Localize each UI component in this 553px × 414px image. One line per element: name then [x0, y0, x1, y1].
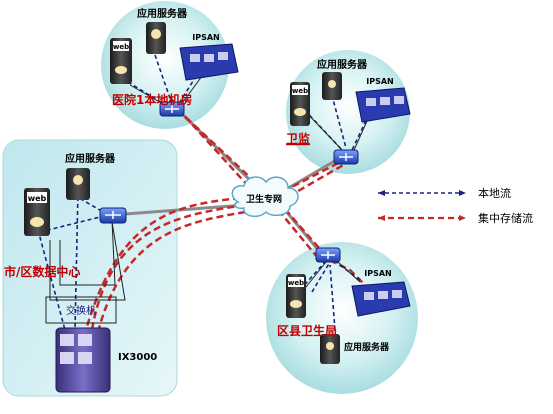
city-core-switch-icon — [99, 207, 127, 224]
city-center-label: 市/区数据中心 — [4, 264, 80, 279]
monitor-label: 卫监 — [286, 131, 310, 146]
hospital-ipsan: IPSAN — [179, 33, 239, 81]
hospital-label: 医院1本地机房 — [112, 92, 192, 107]
monitor-app-server — [322, 72, 342, 100]
district-site: web IPSAN 应用服务器 区县卫生局 — [277, 247, 411, 364]
district-app-server — [320, 334, 340, 364]
city-web-label: web — [28, 194, 47, 203]
district-label: 区县卫生局 — [277, 323, 337, 338]
hospital-ipsan-label: IPSAN — [192, 33, 220, 42]
city-app-server-label: 应用服务器 — [65, 152, 116, 165]
district-app-server-label: 应用服务器 — [344, 341, 390, 353]
monitor-web-server: web — [290, 82, 310, 126]
hospital-app-server-label: 应用服务器 — [137, 7, 188, 20]
monitor-ipsan: IPSAN — [355, 77, 411, 123]
hospital-switch-icon — [159, 101, 185, 117]
health-net-cloud: 卫生专网 — [231, 176, 299, 218]
monitor-ipsan-label: IPSAN — [366, 77, 394, 86]
district-ipsan-label: IPSAN — [364, 269, 392, 278]
hospital-web-label: web — [113, 43, 129, 51]
city-web-server: web — [24, 188, 50, 236]
monitor-web-label: web — [292, 87, 308, 95]
city-switch-box: 交换机 — [45, 296, 117, 324]
district-web-label: web — [288, 279, 304, 287]
hospital-web-server: web — [110, 38, 132, 84]
hospital-site: 应用服务器 web IPSAN 医院1本地机房 — [110, 7, 239, 117]
district-web-server: web — [286, 274, 306, 318]
district-switch-icon — [315, 247, 341, 263]
legend: 本地流 集中存储流 — [378, 186, 533, 225]
hospital-bubble — [101, 1, 229, 129]
legend-local-flow-label: 本地流 — [478, 186, 511, 200]
legend-local-flow: 本地流 — [378, 186, 511, 200]
monitor-bubble — [286, 50, 410, 174]
city-app-server — [66, 168, 90, 200]
monitor-site: 应用服务器 web IPSAN 卫监 — [286, 58, 411, 165]
central-storage-flows — [84, 99, 371, 333]
ix3000-label: IX3000 — [118, 352, 157, 363]
city-switch-label: 交换机 — [66, 304, 96, 317]
monitor-app-server-label: 应用服务器 — [317, 58, 368, 71]
city-data-center: 应用服务器 web 市/区数据中心 交换机 IX3000 — [4, 152, 157, 393]
monitor-switch-icon — [333, 149, 359, 165]
legend-central-flow: 集中存储流 — [378, 211, 533, 225]
legend-central-flow-label: 集中存储流 — [478, 211, 533, 225]
district-ipsan: IPSAN — [351, 269, 411, 317]
ix3000-storage-icon — [55, 327, 111, 393]
hospital-app-server — [146, 22, 166, 54]
health-net-label: 卫生专网 — [246, 193, 282, 205]
